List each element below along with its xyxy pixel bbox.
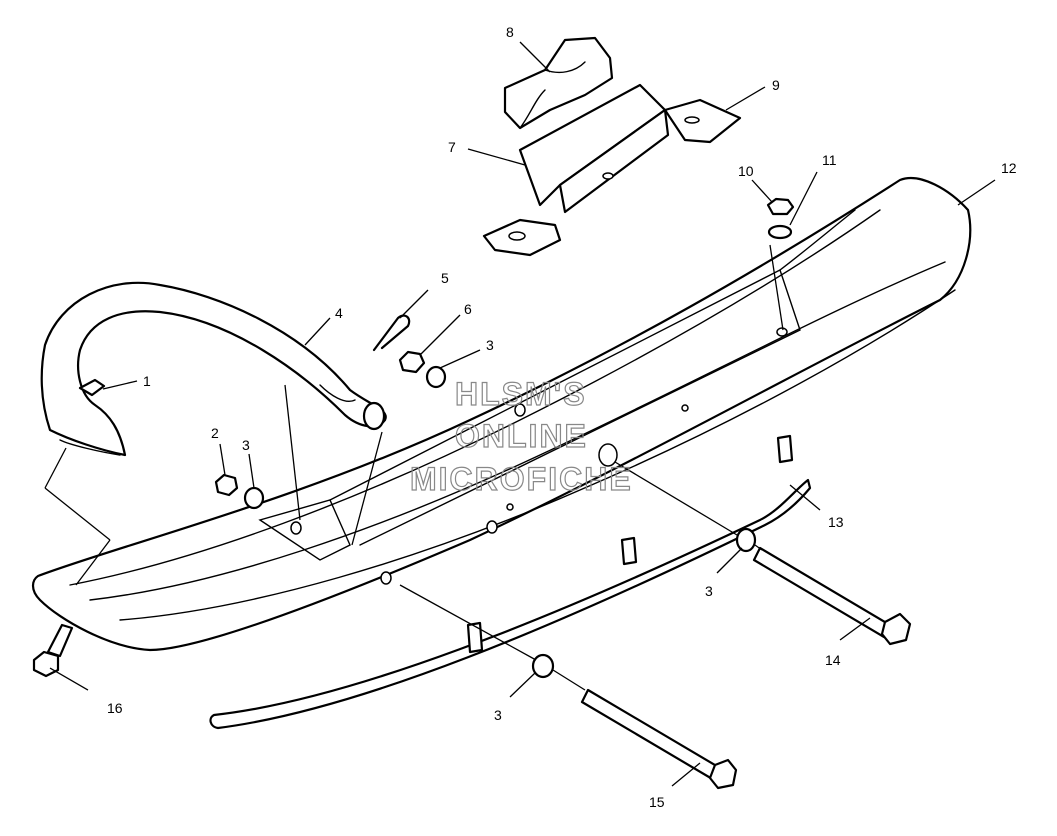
callout-15: 15 xyxy=(649,794,665,810)
callout-13: 13 xyxy=(828,514,844,530)
hardware xyxy=(32,197,912,790)
washer-3b xyxy=(243,486,265,510)
callout-10: 10 xyxy=(738,163,754,179)
nut-6 xyxy=(398,350,426,374)
ski-loop-handle xyxy=(40,281,387,457)
nut-10 xyxy=(766,197,795,216)
watermark-line-1: HLSM'S xyxy=(455,376,587,412)
callout-9: 9 xyxy=(772,77,780,93)
spindle-bracket xyxy=(482,83,742,257)
callout-3: 3 xyxy=(494,707,502,723)
callout-7: 7 xyxy=(448,139,456,155)
callout-3: 3 xyxy=(705,583,713,599)
callout-labels: 1 2 3 3 3 3 4 5 6 7 8 9 10 11 12 13 14 1… xyxy=(107,24,1017,810)
washer-3d xyxy=(531,653,555,679)
callout-3: 3 xyxy=(486,337,494,353)
watermark: HLSM'S ONLINE MICROFICHE xyxy=(409,375,633,497)
nut-2 xyxy=(214,473,239,497)
callout-3: 3 xyxy=(242,437,250,453)
callout-4: 4 xyxy=(335,305,343,321)
bolt-16 xyxy=(32,623,74,678)
callout-16: 16 xyxy=(107,700,123,716)
wear-bar xyxy=(209,434,812,730)
callout-2: 2 xyxy=(211,425,219,441)
callout-11: 11 xyxy=(822,152,837,168)
watermark-line-2: ONLINE xyxy=(455,418,588,454)
washer-11 xyxy=(767,224,793,240)
callout-5: 5 xyxy=(441,270,449,286)
cotter-pin-5 xyxy=(372,314,411,352)
watermark-line-3: MICROFICHE xyxy=(410,461,633,497)
rubber-block xyxy=(503,36,614,130)
callout-12: 12 xyxy=(1001,160,1017,176)
ski-body xyxy=(31,177,972,652)
bolt-14 xyxy=(752,546,912,646)
washer-3c xyxy=(735,527,757,553)
callout-6: 6 xyxy=(464,301,472,317)
bolt-15 xyxy=(580,688,738,790)
callout-1: 1 xyxy=(143,373,151,389)
leader-lines xyxy=(44,41,996,787)
callout-8: 8 xyxy=(506,24,514,40)
plug xyxy=(78,378,106,397)
callout-14: 14 xyxy=(825,652,841,668)
washer-3a xyxy=(425,365,447,389)
